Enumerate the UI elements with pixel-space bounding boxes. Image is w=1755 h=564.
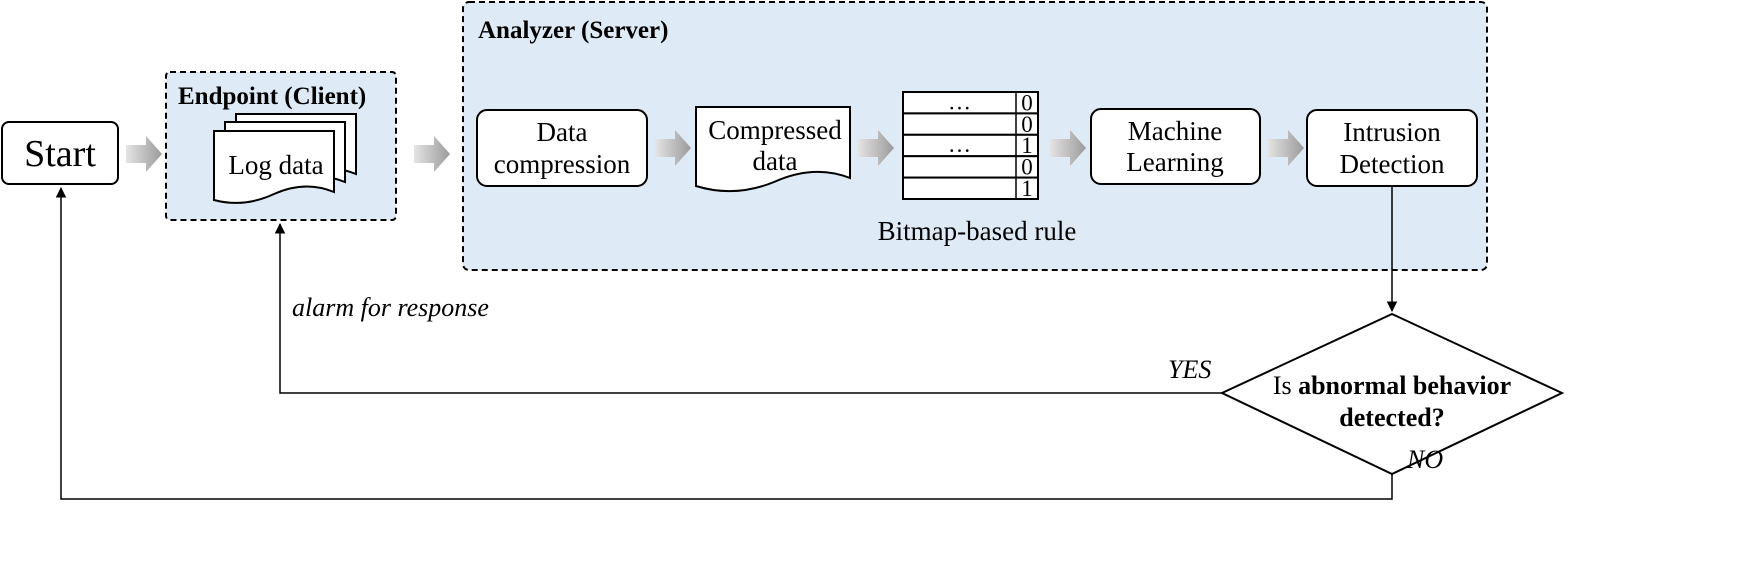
bitmap-row-cell (902, 155, 1039, 179)
arrow-endpoint-to-analyzer (414, 136, 450, 172)
machine-learning-line1: Machine (1128, 116, 1222, 146)
decision-line1: Is abnormal behavior (1273, 371, 1511, 400)
log-data-label: Log data (228, 150, 323, 180)
endpoint-title: Endpoint (Client) (178, 83, 366, 110)
intrusion-detection-node: Intrusion Detection (1306, 109, 1478, 187)
arrow-compression-to-compressed (655, 130, 691, 166)
compressed-data-line1: Compressed (708, 115, 842, 145)
data-compression-node: Data compression (476, 109, 648, 187)
analyzer-title: Analyzer (Server) (478, 17, 668, 44)
data-compression-line2: compression (494, 149, 631, 179)
bitmap-bit: 0 (1021, 90, 1033, 115)
no-label: NO (1406, 445, 1443, 474)
compressed-data-line2: data (753, 146, 798, 176)
bitmap-row: …1 (902, 132, 1039, 158)
data-compression-line1: Data (537, 117, 588, 147)
connector-yes-to-endpoint (274, 222, 1222, 394)
log-data-document: Log data (213, 113, 357, 204)
arrow-start-to-endpoint (126, 136, 162, 172)
bitmap-caption: Bitmap-based rule (878, 216, 1077, 246)
decision-bold-line1: abnormal behavior (1298, 371, 1511, 400)
decision-prefix: Is (1273, 371, 1298, 400)
arrow-compressed-to-bitmap (858, 130, 894, 166)
bitmap-row-cell (902, 176, 1039, 201)
alarm-label: alarm for response (292, 293, 489, 322)
machine-learning-line2: Learning (1126, 147, 1223, 177)
bitmap-row: …0 (902, 89, 1039, 115)
bitmap-bit: 1 (1021, 133, 1033, 158)
bitmap-bit: 0 (1021, 155, 1033, 180)
arrow-ml-to-detection (1268, 130, 1304, 166)
arrow-bitmap-to-ml (1050, 130, 1086, 166)
connector-no-to-start (55, 186, 1393, 500)
yes-label: YES (1168, 355, 1211, 384)
bitmap-table: …00…101 (902, 89, 1039, 201)
compressed-data-document: Compressed data (695, 106, 851, 193)
bitmap-row-label: … (948, 89, 971, 114)
intrusion-detection-line2: Detection (1340, 149, 1445, 179)
machine-learning-node: Machine Learning (1090, 108, 1261, 185)
bitmap-row-label: … (948, 132, 971, 157)
start-node: Start (1, 121, 119, 185)
start-label: Start (24, 133, 96, 175)
bitmap-row: 0 (902, 155, 1039, 180)
bitmap-row: 1 (902, 176, 1039, 201)
flow-arrows (126, 130, 1304, 172)
bitmap-bit: 0 (1021, 112, 1033, 137)
intrusion-detection-line1: Intrusion (1343, 117, 1441, 147)
bitmap-bit: 1 (1021, 176, 1033, 201)
decision-node: Is abnormal behavior detected? (1219, 312, 1565, 476)
decision-line2: detected? (1339, 403, 1444, 432)
